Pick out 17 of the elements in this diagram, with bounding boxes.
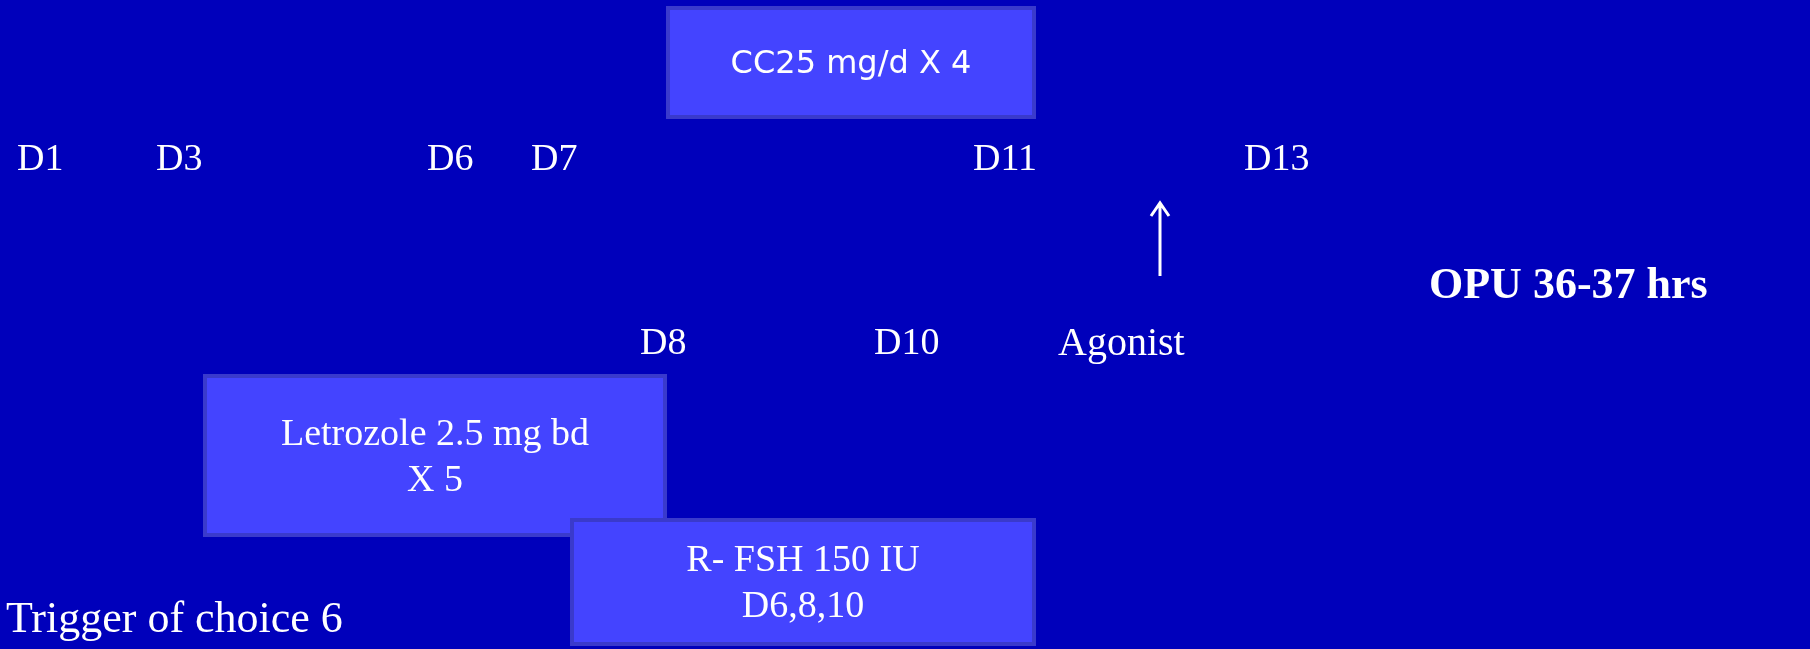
day-label: D13: [1244, 138, 1310, 176]
day-label: D6: [427, 138, 474, 176]
day-label: D7: [531, 138, 578, 176]
drug-box: [570, 518, 1036, 646]
drug-box: [203, 374, 667, 537]
day-label: Trigger of choice 6: [6, 596, 343, 640]
day-label: D11: [973, 138, 1038, 176]
day-label: Agonist: [1058, 322, 1185, 362]
drug-box: [666, 6, 1036, 119]
note-label: OPU 36-37 hrs: [1429, 262, 1708, 306]
day-label: D10: [874, 322, 940, 360]
day-label: D8: [640, 322, 687, 360]
drug-label: R- FSH 150 IU D6,8,10: [685, 536, 921, 627]
drug-label: CC25 mg/d X 4: [730, 43, 972, 82]
day-label: D1: [17, 138, 64, 176]
drug-label: Letrozole 2.5 mg bd X 5: [279, 409, 591, 501]
day-label: D3: [156, 138, 203, 176]
